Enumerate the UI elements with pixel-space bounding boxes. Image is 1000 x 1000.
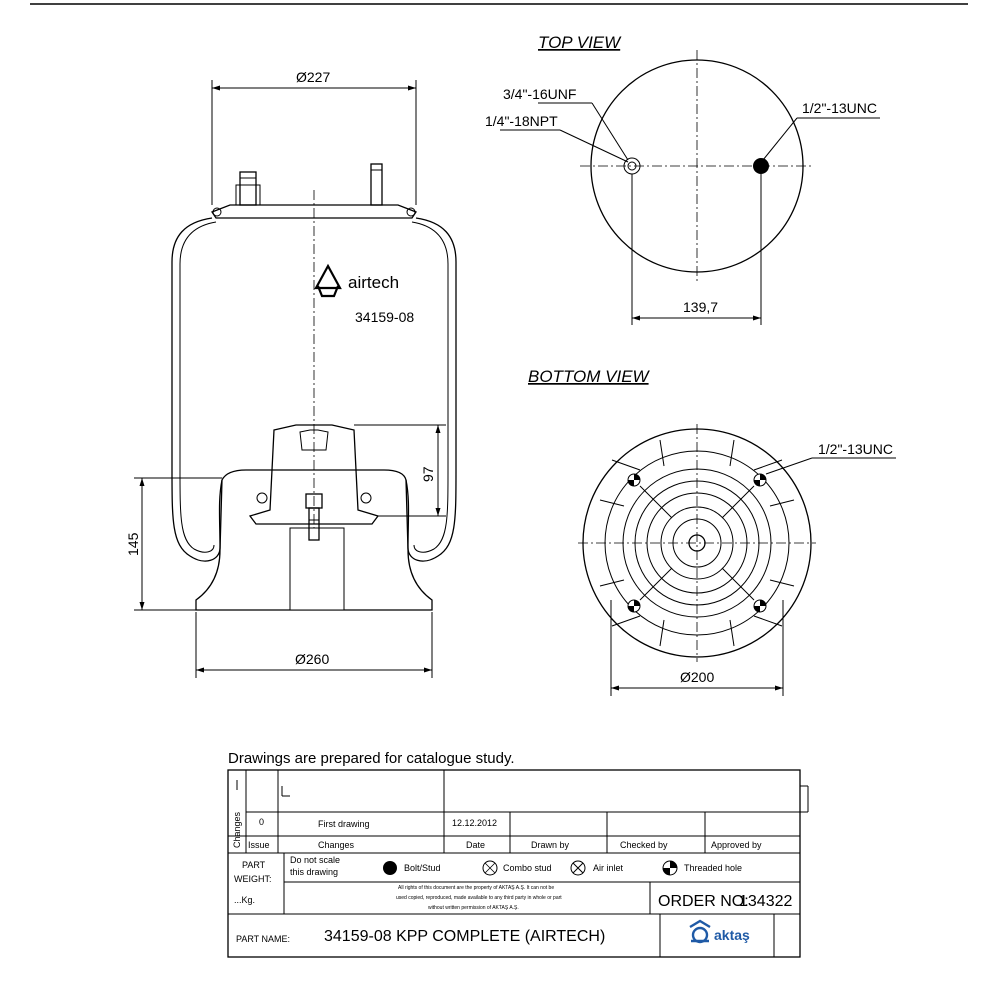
part-weight-label-1: PART — [242, 860, 266, 870]
legend-air-inlet: Air inlet — [593, 863, 624, 873]
dim-height-total: 145 — [125, 532, 141, 556]
part-name-label: PART NAME: — [236, 934, 290, 944]
top-view-title: TOP VIEW — [538, 33, 622, 52]
stud-left — [239, 171, 257, 206]
rights-line-2: used copied, reproduced, made available … — [396, 895, 562, 901]
catalogue-note: Drawings are prepared for catalogue stud… — [228, 750, 515, 767]
combo-stud-legend-icon — [482, 860, 498, 876]
rights-line-1: All rights of this document are the prop… — [398, 885, 554, 891]
part-name: 34159-08 KPP COMPLETE (AIRTECH) — [324, 928, 605, 945]
side-view: airtech 34159-08 Ø227 Ø260 145 97 — [125, 69, 457, 678]
legend-bolt-stud: Bolt/Stud — [404, 863, 441, 873]
aktas-logo-text: aktaş — [714, 927, 750, 943]
bolt-stud-legend-icon — [383, 861, 397, 875]
body-part-number: 34159-08 — [355, 309, 414, 325]
legend-threaded-hole: Threaded hole — [684, 863, 742, 873]
header-date: Date — [466, 840, 485, 850]
date-value: 12.12.2012 — [452, 818, 497, 828]
changes-vertical-label: Changes — [232, 811, 242, 848]
header-approved-by: Approved by — [711, 840, 762, 850]
order-label: ORDER NO: — [658, 893, 749, 910]
issue-value: 0 — [259, 817, 264, 827]
header-checked-by: Checked by — [620, 840, 668, 850]
legend-combo-stud: Combo stud — [503, 863, 552, 873]
piston-body — [195, 469, 433, 611]
changes-value: First drawing — [318, 819, 370, 829]
kg-label: ...Kg. — [234, 895, 255, 905]
callout-unf: 3/4"-16UNF — [503, 86, 576, 102]
header-issue: Issue — [248, 840, 270, 850]
dim-bottom-diameter: Ø260 — [295, 651, 329, 667]
dim-top-view-spacing: 139,7 — [683, 299, 718, 315]
air-inlet-legend-icon — [570, 860, 586, 876]
body-brand: airtech — [348, 273, 399, 292]
bolt-stud-hole — [753, 158, 769, 174]
do-not-scale-1: Do not scale — [290, 855, 340, 865]
threaded-hole-marks — [627, 473, 767, 613]
header-changes: Changes — [318, 840, 355, 850]
bellow-outline — [171, 217, 223, 562]
order-number: 134322 — [739, 893, 792, 910]
aktas-logo — [689, 919, 711, 944]
bottom-view: BOTTOM VIEW 1/2"-13UNC Ø — [528, 367, 896, 696]
airtech-logo: airtech — [314, 263, 399, 298]
callout-unc-bottom: 1/2"-13UNC — [818, 441, 893, 457]
top-view: TOP VIEW 3/4"-16UNF 1/4"-18NPT 1/2"-13UN… — [485, 33, 880, 325]
callout-npt: 1/4"-18NPT — [485, 113, 558, 129]
dim-bottom-view-diameter: Ø200 — [680, 669, 714, 685]
part-weight-label-2: WEIGHT: — [234, 874, 272, 884]
title-block: Changes 0 First drawing 12.12.2012 Issue… — [227, 769, 809, 958]
header-drawn-by: Drawn by — [531, 840, 570, 850]
dim-height-piston: 97 — [420, 466, 436, 482]
dim-top-diameter: Ø227 — [296, 69, 330, 85]
do-not-scale-2: this drawing — [290, 867, 338, 877]
stud-right — [370, 163, 383, 206]
callout-unc-top: 1/2"-13UNC — [802, 100, 877, 116]
bottom-view-title: BOTTOM VIEW — [528, 367, 651, 386]
rights-line-3: without written permission of AKTAŞ A.Ş. — [428, 905, 519, 911]
threaded-hole-legend-icon — [662, 860, 678, 876]
